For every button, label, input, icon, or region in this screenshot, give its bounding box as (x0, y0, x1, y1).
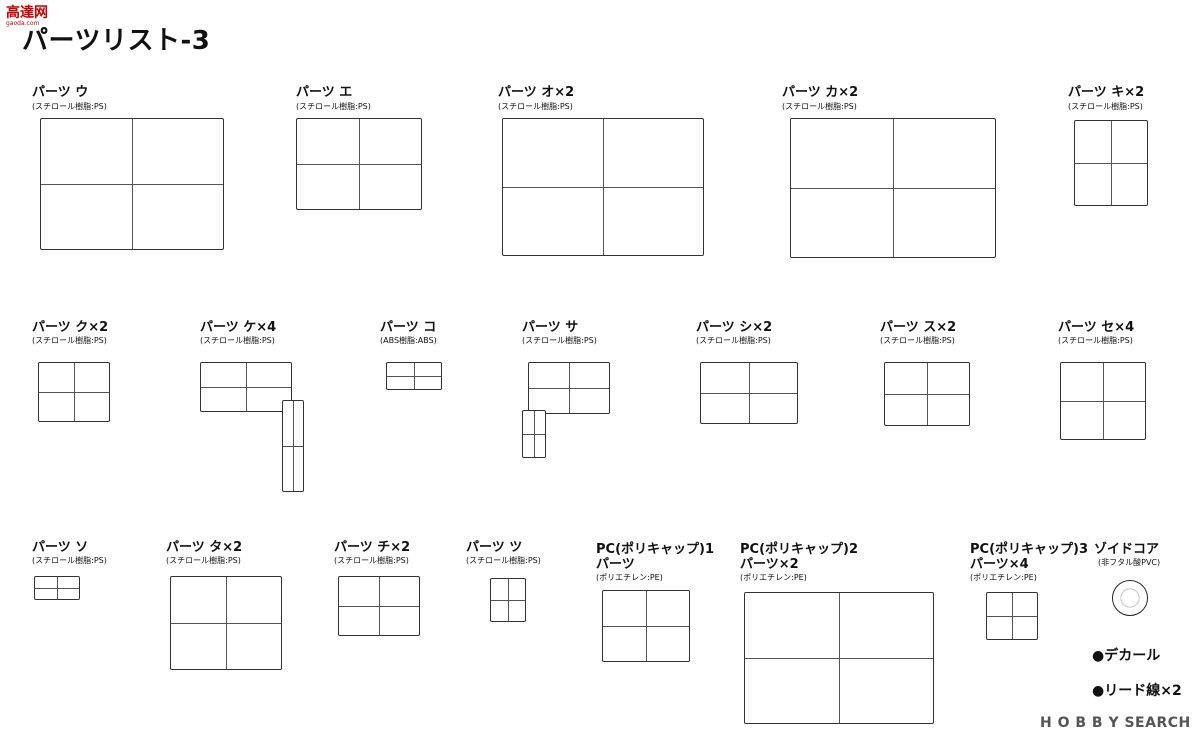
site-logo: 高達网 (6, 5, 48, 21)
part-label-ta: パーツ タ×2 (166, 540, 243, 555)
sprue-u (40, 118, 224, 250)
sprue-ki (1074, 120, 1148, 206)
part-material-zoid-core: (非フタル酸PVC) (1098, 558, 1161, 567)
part-material-se: (スチロール樹脂:PS) (1058, 336, 1133, 345)
part-material-pc2: (ポリエチレン:PE) (740, 573, 807, 582)
part-label-ki: パーツ キ×2 (1068, 85, 1145, 100)
part-label-so: パーツ ソ (32, 540, 89, 555)
part-label-ku: パーツ ク×2 (32, 320, 109, 335)
part-label-pc3: PC(ポリキャップ)3 パーツ×4 (970, 542, 1088, 572)
sprue-chi (338, 576, 420, 636)
sprue-e (296, 118, 422, 210)
part-material-e: (スチロール樹脂:PS) (296, 102, 371, 111)
part-material-pc3: (ポリエチレン:PE) (970, 573, 1037, 582)
part-label-o: パーツ オ×2 (498, 85, 575, 100)
part-label-zoid-core: ゾイドコア (1094, 542, 1160, 557)
sprue-so (34, 576, 80, 600)
part-material-ki: (スチロール樹脂:PS) (1068, 102, 1143, 111)
part-material-sa: (スチロール樹脂:PS) (522, 336, 597, 345)
sprue-ka (790, 118, 996, 258)
sprue-shi (700, 362, 798, 424)
part-material-shi: (スチロール樹脂:PS) (696, 336, 771, 345)
part-material-su: (スチロール樹脂:PS) (880, 336, 955, 345)
sprue-se (1060, 362, 1146, 440)
sprue-ko (386, 362, 442, 390)
part-label-sa: パーツ サ (522, 320, 579, 335)
part-label-se: パーツ セ×4 (1058, 320, 1135, 335)
sprue-ke-arm (282, 400, 304, 492)
decal-note: ●デカール (1092, 648, 1161, 664)
sprue-tsu (490, 578, 526, 622)
part-material-o: (スチロール樹脂:PS) (498, 102, 573, 111)
part-label-ko: パーツ コ (380, 320, 437, 335)
sprue-o (502, 118, 704, 256)
part-label-e: パーツ エ (296, 85, 353, 100)
part-label-tsu: パーツ ツ (466, 540, 523, 555)
sprue-ku (38, 362, 110, 422)
part-label-ka: パーツ カ×2 (782, 85, 859, 100)
sprue-ta (170, 576, 282, 670)
hobby-search-watermark: H O B B Y SEARCH (1040, 715, 1191, 731)
part-label-chi: パーツ チ×2 (334, 540, 411, 555)
page-title: パーツリスト-3 (22, 26, 211, 56)
part-label-su: パーツ ス×2 (880, 320, 957, 335)
sprue-sa (528, 362, 610, 414)
sprue-ke (200, 362, 292, 412)
part-material-pc1: (ポリエチレン:PE) (596, 573, 663, 582)
part-material-chi: (スチロール樹脂:PS) (334, 556, 409, 565)
part-material-ta: (スチロール樹脂:PS) (166, 556, 241, 565)
part-material-ke: (スチロール樹脂:PS) (200, 336, 275, 345)
part-material-ku: (スチロール樹脂:PS) (32, 336, 107, 345)
part-material-tsu: (スチロール樹脂:PS) (466, 556, 541, 565)
part-material-ko: (ABS樹脂:ABS) (380, 336, 437, 345)
part-label-pc2: PC(ポリキャップ)2 パーツ×2 (740, 542, 858, 572)
sprue-pc2 (744, 592, 934, 724)
part-label-u: パーツ ウ (32, 85, 89, 100)
sprue-sa-arm (522, 410, 546, 458)
part-material-u: (スチロール樹脂:PS) (32, 102, 107, 111)
sprue-su (884, 362, 970, 426)
zoid-core-icon (1112, 580, 1148, 616)
part-material-so: (スチロール樹脂:PS) (32, 556, 107, 565)
part-label-shi: パーツ シ×2 (696, 320, 773, 335)
part-label-ke: パーツ ケ×4 (200, 320, 277, 335)
sprue-pc3 (986, 592, 1038, 640)
part-material-ka: (スチロール樹脂:PS) (782, 102, 857, 111)
site-logo-url: gaoda.com (6, 20, 40, 27)
part-label-pc1: PC(ポリキャップ)1 パーツ (596, 542, 714, 572)
lead-wire-note: ●リード線×2 (1092, 683, 1182, 699)
sprue-pc1 (602, 590, 690, 662)
